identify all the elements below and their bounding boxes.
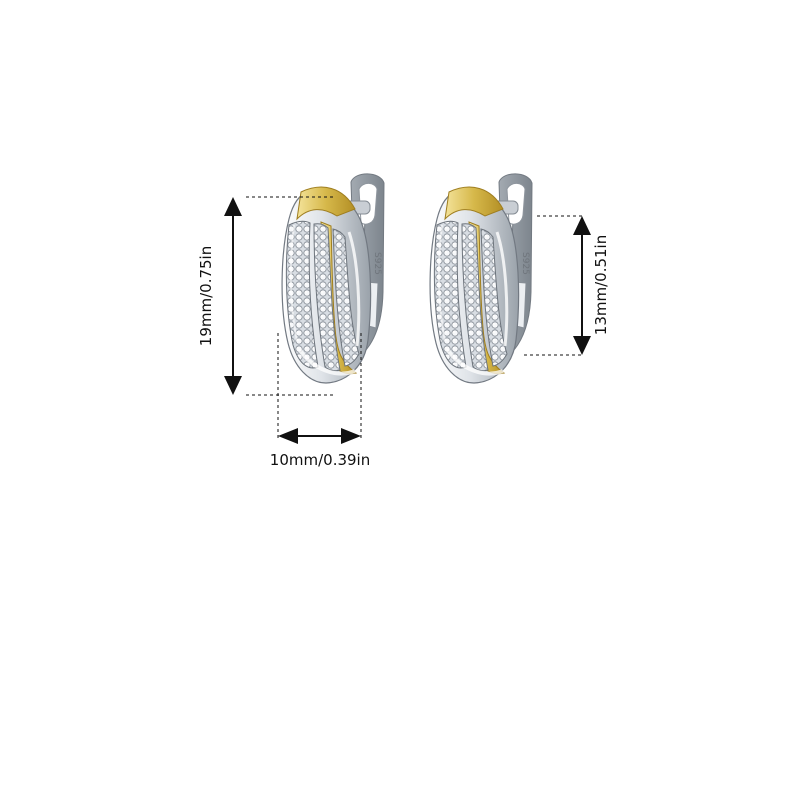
right-earring-image: S925 (428, 171, 534, 385)
left-earring-image: S925 (280, 171, 386, 385)
clip-label: 13mm/0.51in (592, 235, 610, 335)
width-dimension: 10mm/0.39in (270, 333, 370, 469)
width-right-arrowhead (341, 428, 361, 444)
height-label: 19mm/0.75in (197, 246, 215, 346)
left-s925-stamp: S925 (372, 252, 382, 275)
clip-bottom-arrowhead (573, 336, 591, 355)
height-bottom-arrowhead (224, 376, 242, 395)
height-top-arrowhead (224, 197, 242, 216)
height-dimension: 19mm/0.75in (197, 196, 333, 396)
width-left-arrowhead (278, 428, 298, 444)
clip-top-arrowhead (573, 216, 591, 235)
width-label: 10mm/0.39in (270, 451, 370, 469)
clip-dimension: 13mm/0.51in (524, 215, 610, 356)
right-s925-stamp: S925 (520, 252, 530, 275)
